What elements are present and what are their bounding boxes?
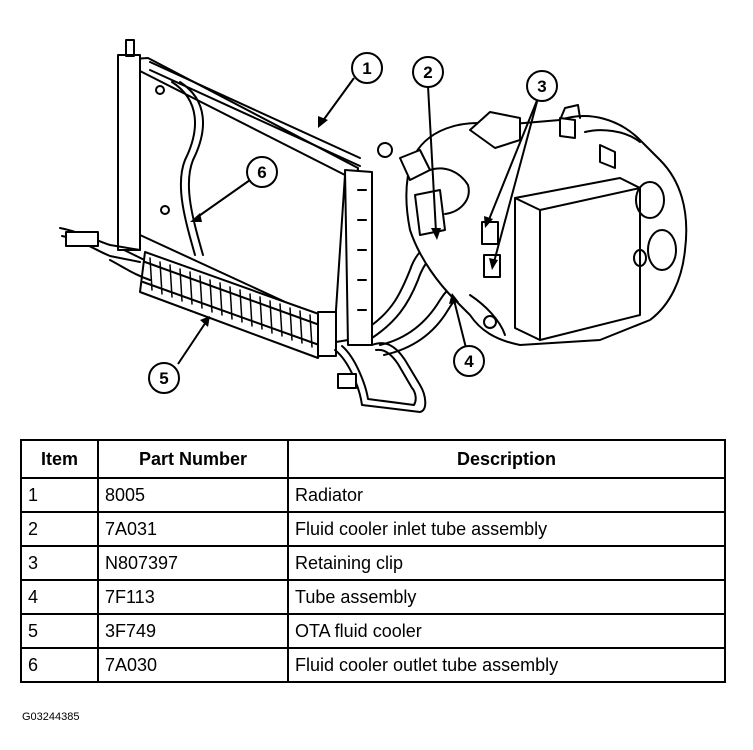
cell-part-number: 7F113 xyxy=(97,579,289,615)
table-row: 4 7F113 Tube assembly xyxy=(20,579,726,615)
table-header-row: Item Part Number Description xyxy=(20,439,726,479)
callout-1: 1 xyxy=(351,52,383,84)
cell-description: OTA fluid cooler xyxy=(287,613,726,649)
lower-tube-drawing xyxy=(334,342,427,413)
outlet-tube-drawing xyxy=(171,81,204,256)
leader-lines xyxy=(177,77,539,365)
parts-table: Item Part Number Description 1 8005 Radi… xyxy=(20,439,726,683)
leader-arrowheads xyxy=(190,116,498,327)
cell-part-number: 3F749 xyxy=(97,613,289,649)
callout-4-label: 4 xyxy=(464,352,474,371)
cell-item: 5 xyxy=(20,613,99,649)
callout-1-label: 1 xyxy=(362,59,371,78)
cell-description: Radiator xyxy=(287,477,726,513)
figure-code: G03244385 xyxy=(22,711,80,723)
cell-description: Fluid cooler outlet tube assembly xyxy=(287,647,726,683)
transaxle-drawing xyxy=(399,104,688,346)
cell-description: Fluid cooler inlet tube assembly xyxy=(287,511,726,547)
cell-description: Retaining clip xyxy=(287,545,726,581)
cell-description: Tube assembly xyxy=(287,579,726,615)
table-row: 3 N807397 Retaining clip xyxy=(20,545,726,581)
table-row: 5 3F749 OTA fluid cooler xyxy=(20,613,726,649)
header-item: Item xyxy=(20,439,99,479)
cell-part-number: 7A031 xyxy=(97,511,289,547)
header-description: Description xyxy=(287,439,726,479)
cell-item: 3 xyxy=(20,545,99,581)
cell-item: 2 xyxy=(20,511,99,547)
exploded-view-diagram: 1 2 3 4 5 6 xyxy=(59,39,688,413)
callout-6-label: 6 xyxy=(257,163,266,182)
callout-2: 2 xyxy=(412,56,444,88)
cell-part-number: 7A030 xyxy=(97,647,289,683)
callout-5-label: 5 xyxy=(159,369,168,388)
left-hoses-drawing xyxy=(59,227,151,281)
table-row: 2 7A031 Fluid cooler inlet tube assembly xyxy=(20,511,726,547)
table-row: 1 8005 Radiator xyxy=(20,477,726,513)
callout-3-label: 3 xyxy=(537,77,546,96)
cell-item: 4 xyxy=(20,579,99,615)
cell-item: 6 xyxy=(20,647,99,683)
callout-2-label: 2 xyxy=(423,63,432,82)
callout-3: 3 xyxy=(526,70,558,102)
cell-item: 1 xyxy=(20,477,99,513)
table-row: 6 7A030 Fluid cooler outlet tube assembl… xyxy=(20,647,726,683)
callout-4: 4 xyxy=(453,345,485,377)
cell-part-number: 8005 xyxy=(97,477,289,513)
callout-6: 6 xyxy=(246,156,278,188)
fluid-cooler-drawing xyxy=(139,251,337,359)
header-part-number: Part Number xyxy=(97,439,289,479)
cell-part-number: N807397 xyxy=(97,545,289,581)
callout-5: 5 xyxy=(148,362,180,394)
